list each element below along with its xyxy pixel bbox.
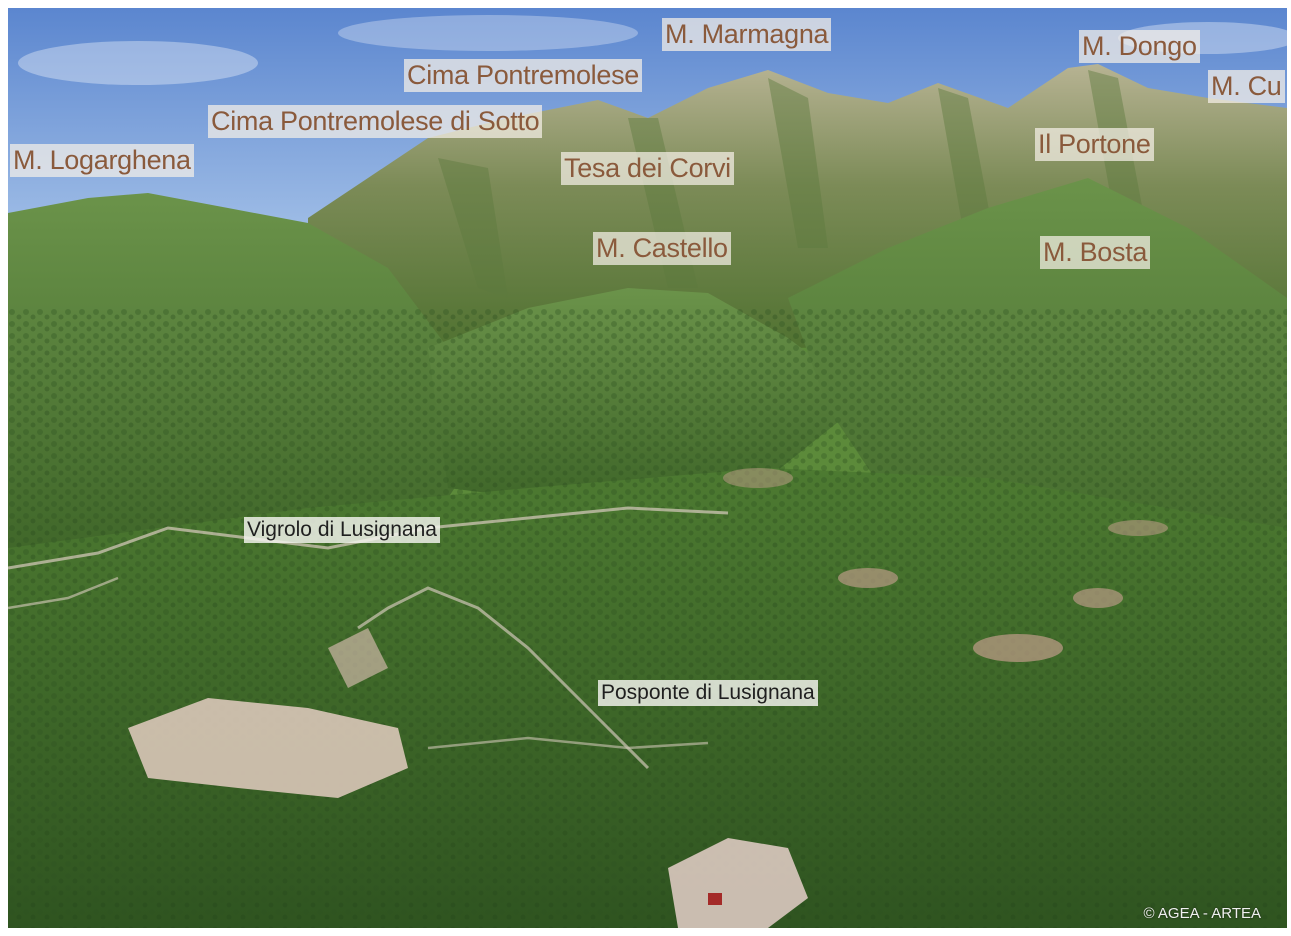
cloud [338,15,638,51]
peak-label-tesa-dei-corvi: Tesa dei Corvi [561,152,734,185]
peak-label-cima-pontremolese: Cima Pontremolese [404,59,642,92]
peak-label-m-logarghena: M. Logarghena [10,144,194,177]
attribution-text: © AGEA - ARTEA [1143,905,1262,922]
village-area [328,628,388,688]
village-area [128,698,408,798]
road [8,576,119,610]
cloud [18,41,258,85]
village-label-vigrolo: Vigrolo di Lusignana [244,517,440,543]
peak-label-cima-pontremolese-di-sotto: Cima Pontremolese di Sotto [208,105,543,138]
peak-label-m-castello: M. Castello [593,232,731,265]
peak-label-m-dongo: M. Dongo [1079,30,1200,63]
clearing [973,634,1063,662]
peak-label-m-cu: M. Cu [1208,70,1285,103]
road [8,506,729,570]
clearing [1073,588,1123,608]
road [427,736,709,750]
peak-label-m-bosta: M. Bosta [1040,236,1151,269]
village-area [668,838,808,928]
peak-label-m-marmagna: M. Marmagna [662,18,832,51]
clearing [723,468,793,488]
village-label-posponte: Posponte di Lusignana [598,680,818,706]
road [357,586,650,770]
map-viewport[interactable]: M. Marmagna M. Dongo M. Cu Cima Pontremo… [8,8,1287,928]
village-roof [708,893,722,905]
terrain-3d-view[interactable] [8,8,1287,928]
forest-texture [8,308,1287,928]
peak-label-il-portone: Il Portone [1035,128,1154,161]
clearing [838,568,898,588]
clearing [1108,520,1168,536]
